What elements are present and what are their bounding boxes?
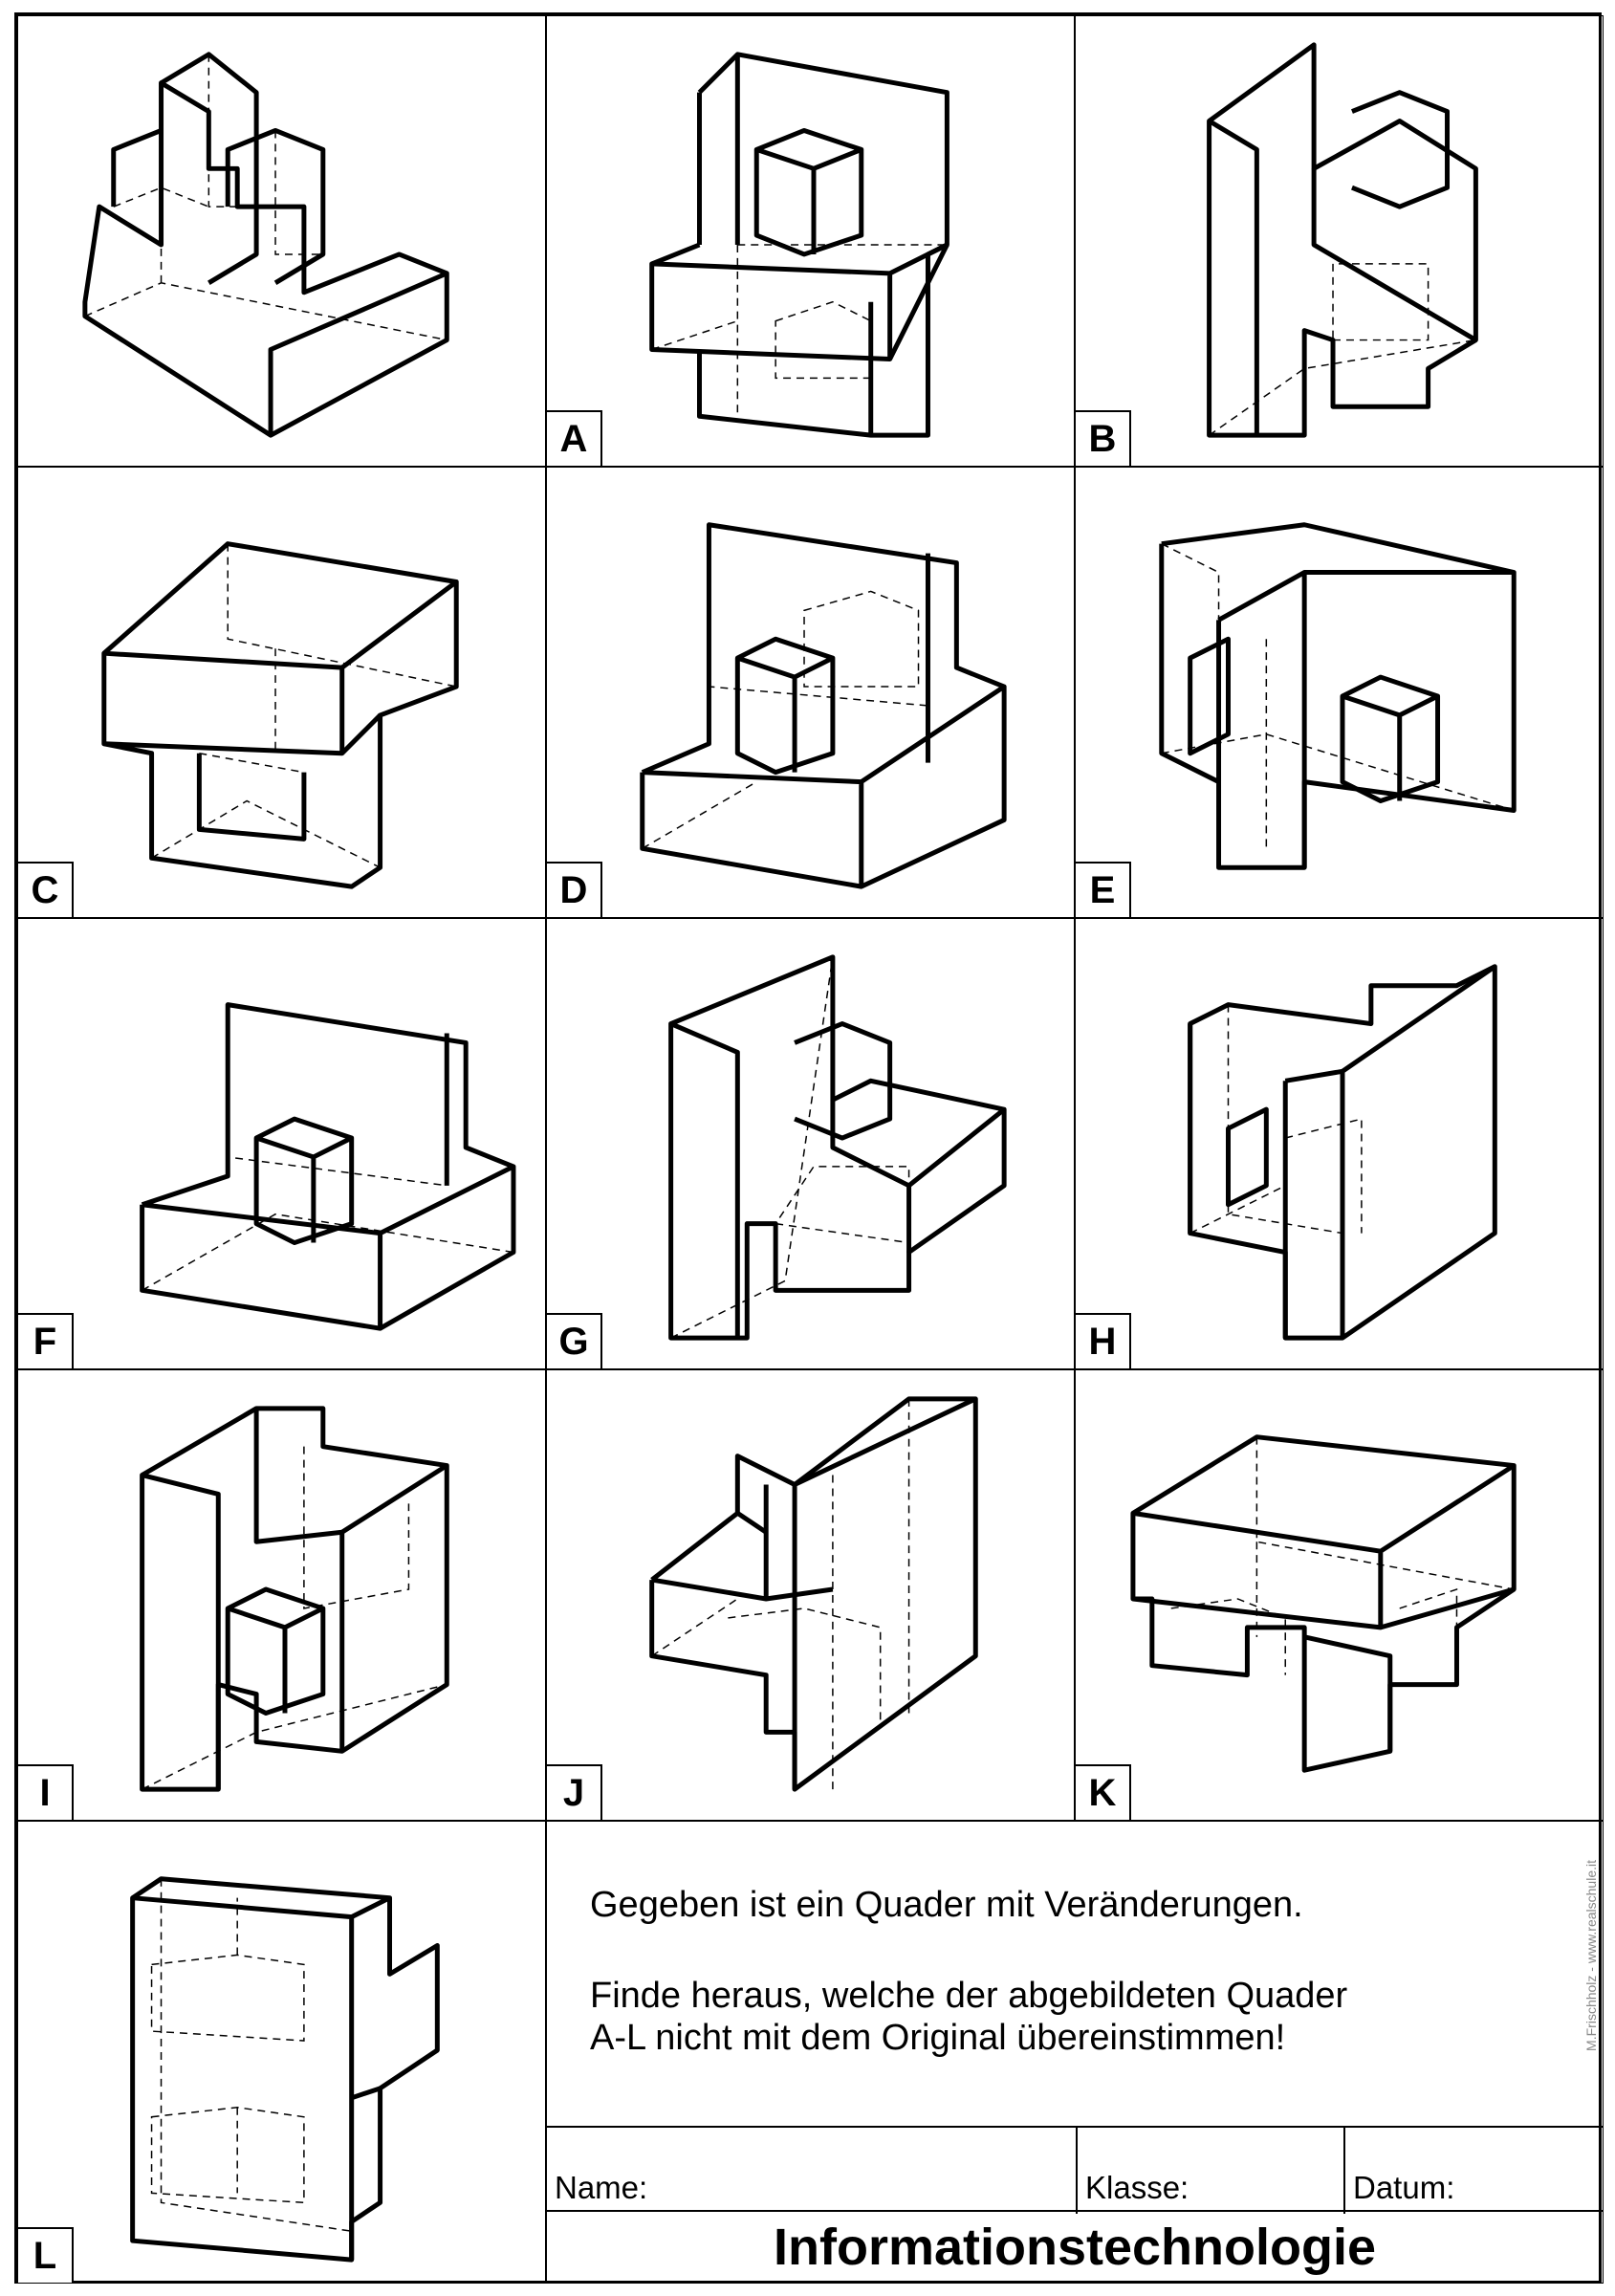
name-label: Name:	[555, 2170, 648, 2205]
datum-field[interactable]: Datum:	[1345, 2128, 1594, 2214]
panel-d: D	[546, 467, 1075, 918]
credit-text: M.Frischholz - www.realschule.it	[1583, 1860, 1599, 2051]
panel-letter-c: C	[18, 862, 74, 917]
cuboid-drawing-j	[649, 1396, 978, 1792]
cuboid-drawing-original	[82, 52, 449, 438]
cuboid-drawing-e	[1159, 522, 1517, 870]
student-fields-row: Name: Klasse: Datum:	[547, 2126, 1603, 2214]
worksheet: A B C D	[14, 12, 1604, 2284]
panel-letter-b: B	[1076, 410, 1131, 466]
panel-b: B	[1075, 15, 1604, 467]
panel-letter-h: H	[1076, 1313, 1131, 1368]
cuboid-drawing-l	[130, 1876, 440, 2263]
panel-g: G	[546, 918, 1075, 1369]
panel-letter-e: E	[1076, 862, 1131, 917]
panel-c: C	[17, 467, 546, 918]
cuboid-drawing-a	[649, 52, 949, 438]
panel-original	[17, 15, 546, 467]
panel-letter-g: G	[547, 1313, 602, 1368]
instruction-task-line2: A-L nicht mit dem Original übereinstimme…	[590, 2018, 1286, 2058]
cuboid-drawing-f	[140, 1002, 516, 1331]
panel-k: K	[1075, 1369, 1604, 1821]
panel-f: F	[17, 918, 546, 1369]
instructions-panel: Gegeben ist ein Quader mit Veränderungen…	[546, 1821, 1604, 2284]
name-field[interactable]: Name:	[547, 2128, 1078, 2214]
panel-h: H	[1075, 918, 1604, 1369]
panel-e: E	[1075, 467, 1604, 918]
panel-letter-i: I	[18, 1764, 74, 1820]
panel-a: A	[546, 15, 1075, 467]
klasse-label: Klasse:	[1085, 2170, 1189, 2205]
footer-title: Informationstechnologie	[547, 2210, 1603, 2283]
cuboid-drawing-b	[1207, 42, 1478, 438]
panel-letter-a: A	[547, 410, 602, 466]
cuboid-drawing-h	[1188, 964, 1497, 1341]
panel-j: J	[546, 1369, 1075, 1821]
panel-letter-k: K	[1076, 1764, 1131, 1820]
instruction-task-line1: Finde heraus, welche der abgebildeten Qu…	[590, 1976, 1348, 2016]
cuboid-drawing-d	[640, 522, 1007, 889]
cuboid-drawing-i	[140, 1406, 449, 1792]
panel-letter-d: D	[547, 862, 602, 917]
panel-letter-l: L	[18, 2227, 74, 2283]
panel-letter-j: J	[547, 1764, 602, 1820]
panel-i: I	[17, 1369, 546, 1821]
panel-letter-f: F	[18, 1313, 74, 1368]
panel-l: L	[17, 1821, 546, 2284]
instruction-given: Gegeben ist ein Quader mit Veränderungen…	[590, 1885, 1303, 1925]
cuboid-drawing-g	[668, 954, 1007, 1341]
datum-label: Datum:	[1353, 2170, 1455, 2205]
klasse-field[interactable]: Klasse:	[1078, 2128, 1345, 2214]
cuboid-drawing-k	[1130, 1434, 1517, 1773]
cuboid-drawing-c	[101, 541, 459, 889]
